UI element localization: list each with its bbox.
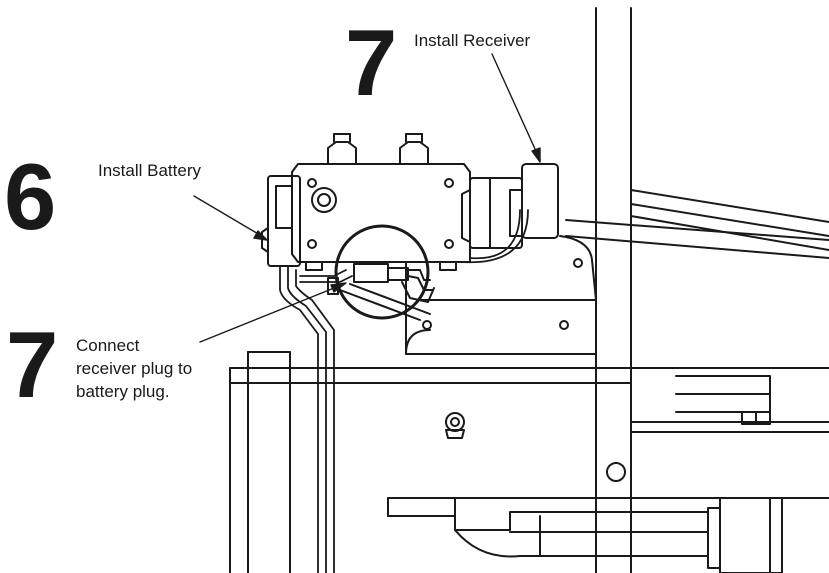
mounting-bracket [405, 235, 597, 355]
callout-connect-line-1: Connect [76, 336, 140, 355]
battery [261, 175, 301, 267]
highlight-circle [334, 224, 430, 320]
callout-install-receiver: Install Receiver [414, 31, 531, 50]
step-number-install-battery: 6 [4, 144, 57, 249]
arrowhead-battery [253, 230, 268, 241]
machine-frame [229, 7, 829, 573]
arrowhead-connect [330, 282, 347, 293]
receiver [461, 163, 559, 249]
leader-line-battery [193, 195, 266, 239]
wiring-harness [279, 209, 529, 573]
arrowhead-receiver [531, 147, 541, 163]
plug-connection [327, 263, 435, 321]
leader-line-receiver [491, 53, 541, 161]
callout-install-battery: Install Battery [98, 161, 201, 180]
step-number-connect-plug: 7 [6, 312, 59, 417]
leader-lines [193, 53, 541, 343]
manifold-block [291, 133, 471, 271]
step-number-install-receiver: 7 [345, 10, 398, 115]
callout-connect-line-3: battery plug. [76, 382, 170, 401]
callout-connect-line-2: receiver plug to [76, 359, 193, 378]
leader-line-connect [199, 283, 345, 343]
